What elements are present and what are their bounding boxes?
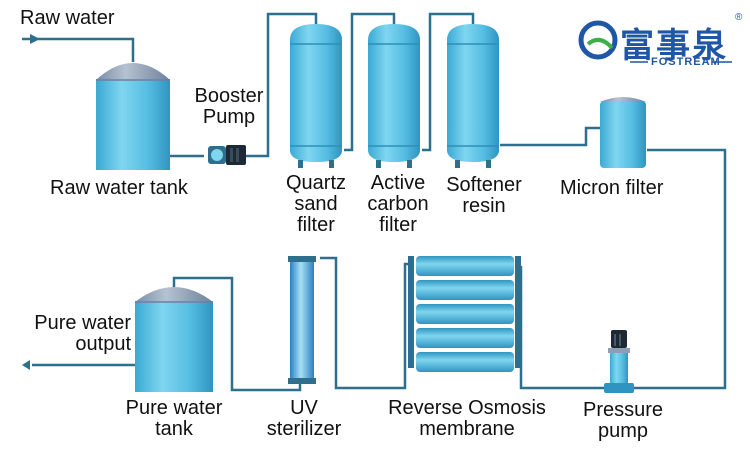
quartz-sand-filter-label: Quartz sand filter [285,172,347,236]
logo-registered-mark: ® [735,12,743,23]
logo-english-text: FOSTREAM [651,56,721,68]
pipe-micron-to-pressure [630,148,727,390]
ro-membrane-tube [416,280,514,300]
active-carbon-filter-tank [368,24,420,168]
booster-pump-device [208,145,246,165]
pipe-softener-to-micron [500,126,600,147]
logo-chinese-text: 富事泉 [620,26,728,66]
output-arrow-icon [22,360,30,370]
pipe-raw-water-inlet [22,37,135,62]
reverse-osmosis-rack [408,256,521,372]
raw-water-tank-label: Raw water tank [50,177,188,199]
pure-water-tank-label: Pure water tank [125,397,223,440]
quartz-sand-filter-tank [290,24,342,168]
micron-filter-vessel [600,97,646,168]
pure-water-output-label: Pure water output [34,312,131,355]
raw-water-label: Raw water [20,7,115,29]
ro-membrane-tube [416,352,514,372]
pure-water-tank-vessel [135,287,213,392]
raw-water-tank [96,63,170,170]
reverse-osmosis-membrane-label: Reverse Osmosis membrane [388,397,546,440]
softener-resin-tank [447,24,499,168]
active-carbon-filter-label: Active carbon filter [367,172,429,236]
ro-membrane-tube [416,328,514,348]
fostream-logo-mark [578,20,732,63]
ro-membrane-tube [416,304,514,324]
pipe-pressure-to-ro [519,266,604,390]
pipe-booster-to-quartz [246,12,318,158]
ro-membrane-tube [416,256,514,276]
pipe-quartz-to-carbon [344,12,396,152]
pressure-pump-label: Pressure pump [582,399,664,442]
uv-sterilizer-device [288,256,316,384]
softener-resin-label: Softener resin [446,174,522,217]
pipe-carbon-to-softener [422,12,475,152]
pipe-network [22,12,727,392]
pressure-pump-device [604,330,634,393]
pipe-ro-to-uv [320,256,414,390]
uv-sterilizer-label: UV sterilizer [266,397,342,440]
micron-filter-label: Micron filter [560,177,664,199]
inlet-arrow-icon [30,34,40,44]
booster-pump-label: Booster Pump [194,85,264,128]
